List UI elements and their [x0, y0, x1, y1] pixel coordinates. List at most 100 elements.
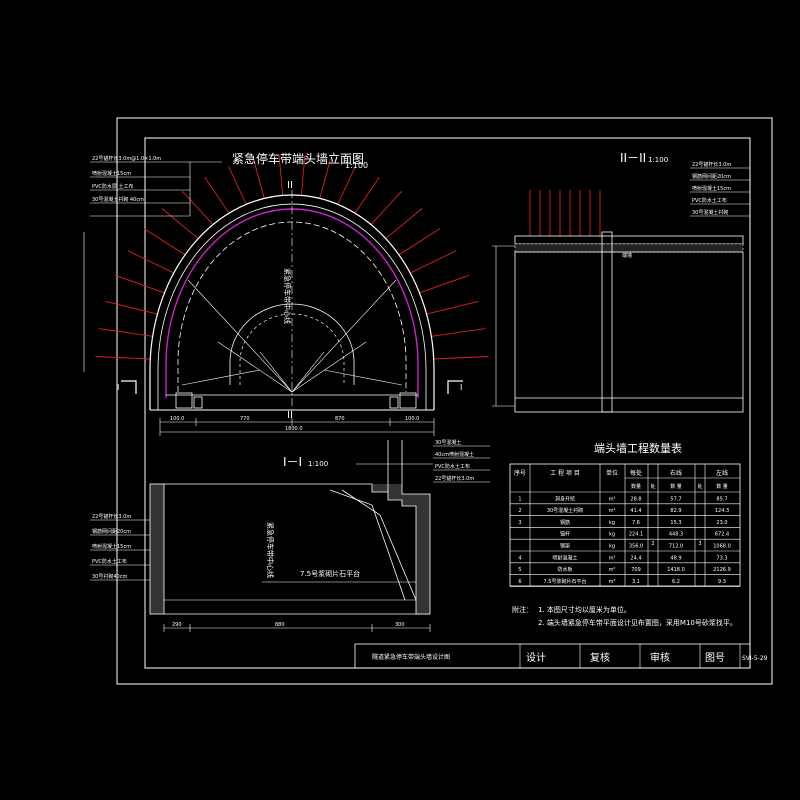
svg-text:30号混凝土衬砌: 30号混凝土衬砌 — [692, 209, 728, 216]
table-cell: kg — [609, 544, 615, 550]
table-header: 序号 — [514, 469, 526, 477]
sheet-number: SVI-5-29 — [742, 655, 768, 662]
table-cell: 1418.0 — [667, 567, 685, 573]
table-cell: 3.1 — [632, 579, 640, 585]
sheet-label: 图号 — [705, 652, 725, 664]
anchor-bolt — [319, 159, 331, 199]
outer-frame — [116, 117, 773, 685]
table-subheader: 数 量 — [670, 483, 682, 490]
elevation-scale: 1:100 — [345, 161, 368, 170]
anchor-bolt — [204, 176, 230, 214]
svg-text:22号锚杆长3.0m: 22号锚杆长3.0m — [435, 475, 474, 482]
radius-line — [259, 351, 293, 393]
anchor-bolt — [278, 155, 284, 196]
cut-mark-left — [121, 380, 137, 394]
table-cell: 448.3 — [669, 532, 683, 538]
section-ii-scale: 1:100 — [648, 156, 668, 164]
table-cell: kg — [609, 532, 615, 538]
elevation-title: 紧急停车带端头墙立面图 — [232, 151, 364, 166]
svg-text:290: 290 — [172, 622, 182, 628]
svg-text:1800.0: 1800.0 — [285, 426, 303, 432]
table-cell: 喷射混凝土 — [552, 554, 577, 561]
note-2: 2. 端头墙紧急停车带平面设计见布置图，采用M10号砂浆找平。 — [538, 618, 737, 627]
table-cell: m³ — [609, 496, 616, 502]
design-label: 设计 — [526, 651, 546, 664]
table-cell: 7.5号浆砌片石平台 — [544, 578, 587, 585]
section-i-title: I－I — [283, 455, 302, 469]
svg-text:喷射混凝土15cm: 喷射混凝土15cm — [92, 170, 131, 177]
title-block: 隧道紧急停车带端头墙设计图 设计 复核 审核 图号 SVI-5-29 — [354, 643, 768, 669]
anchor-bolt — [105, 300, 158, 315]
section-i-centerline-label: 紧急停车带中心线 — [266, 522, 275, 578]
table-cell: 3 — [698, 541, 701, 547]
svg-text:300: 300 — [395, 622, 405, 628]
svg-text:22号锚杆长3.0m@1.0×1.0m: 22号锚杆长3.0m@1.0×1.0m — [92, 155, 161, 162]
svg-text:PVC防水土工布: PVC防水土工布 — [435, 463, 470, 470]
table-header: 工 程 项 目 — [550, 469, 580, 477]
table-cell: 钢架 — [560, 543, 570, 550]
slope-line — [181, 369, 261, 386]
notes-head: 附注： — [512, 605, 533, 614]
table-cell: 41.4 — [630, 508, 641, 514]
section-ii-mark-bottom: II — [287, 410, 293, 421]
table-subheader: 数 量 — [716, 483, 728, 490]
anchor-bolt — [228, 166, 247, 205]
bolts-ii — [529, 190, 601, 236]
table-cell: 洞身开挖 — [555, 495, 575, 502]
svg-text:喷射混凝土15cm: 喷射混凝土15cm — [692, 185, 731, 192]
svg-text:22号锚杆长3.0m: 22号锚杆长3.0m — [692, 161, 731, 168]
anchor-bolt — [127, 250, 174, 274]
review-label: 复核 — [590, 651, 610, 664]
anchor-bolt — [98, 328, 153, 337]
note-1: 1. 本图尺寸均以厘米为单位。 — [538, 605, 631, 614]
table-cell: 28.8 — [630, 496, 641, 502]
table-cell: 82.9 — [670, 508, 681, 514]
dims-bottom — [159, 418, 435, 436]
table-cell: 1 — [518, 496, 521, 502]
table-cell: 防水板 — [557, 566, 572, 573]
svg-text:PVC防水土工布: PVC防水土工布 — [692, 197, 727, 204]
cut-mark-right — [447, 380, 463, 394]
drain-left — [175, 392, 193, 409]
svg-text:端墙: 端墙 — [622, 252, 632, 259]
centerline-label: 紧急停车带中心线 — [283, 268, 292, 324]
anchor-bolt — [410, 250, 457, 274]
table-cell: 30号混凝土衬砌 — [547, 507, 583, 514]
table-cell: kg — [609, 520, 615, 526]
section-ii-title: II－II — [620, 151, 646, 165]
svg-text:40cm喷射混凝土: 40cm喷射混凝土 — [435, 451, 474, 458]
radius-line — [291, 351, 325, 393]
table-cell: 9.3 — [718, 579, 726, 585]
table-cell: 钢筋 — [560, 519, 570, 526]
table-cell: 3 — [518, 520, 521, 526]
notes: 附注： 1. 本图尺寸均以厘米为单位。 2. 端头墙紧急停车带平面设计见布置图，… — [512, 605, 737, 627]
table-cell: m³ — [609, 508, 616, 514]
table-title: 端头墙工程数量表 — [594, 441, 682, 455]
table-cell: 6.2 — [672, 579, 680, 585]
anchor-bolt — [253, 159, 265, 199]
anchor-bolt — [370, 191, 402, 225]
radius-line — [217, 341, 293, 393]
anchor-bolt — [433, 356, 489, 360]
table-cell: 356.0 — [629, 544, 643, 550]
table-cell: 锚杆 — [560, 531, 570, 538]
svg-text:870: 870 — [335, 416, 345, 422]
svg-text:30号衬砌40cm: 30号衬砌40cm — [92, 573, 127, 580]
anchor-bolt — [114, 274, 165, 294]
anchor-bolt — [419, 274, 470, 294]
radius-line — [187, 279, 293, 393]
elevation-legend — [90, 161, 222, 217]
table-subheader: 数量 — [631, 483, 641, 490]
anchor-bolt — [143, 228, 186, 256]
anchor-bolt — [300, 155, 306, 196]
anchor-bolt — [95, 356, 151, 360]
anchor-bolt — [337, 166, 356, 205]
table-cell: m³ — [609, 579, 616, 585]
svg-text:钢筋网间距20cm: 钢筋网间距20cm — [92, 528, 131, 535]
cut-label-left: I — [117, 383, 119, 392]
table-cell: 7.6 — [632, 520, 640, 526]
anchor-bolt — [398, 228, 441, 256]
elevation-view: I I II II 紧急停车带端头墙立面图 1:100 紧急停车带中心线 22号… — [83, 151, 489, 436]
